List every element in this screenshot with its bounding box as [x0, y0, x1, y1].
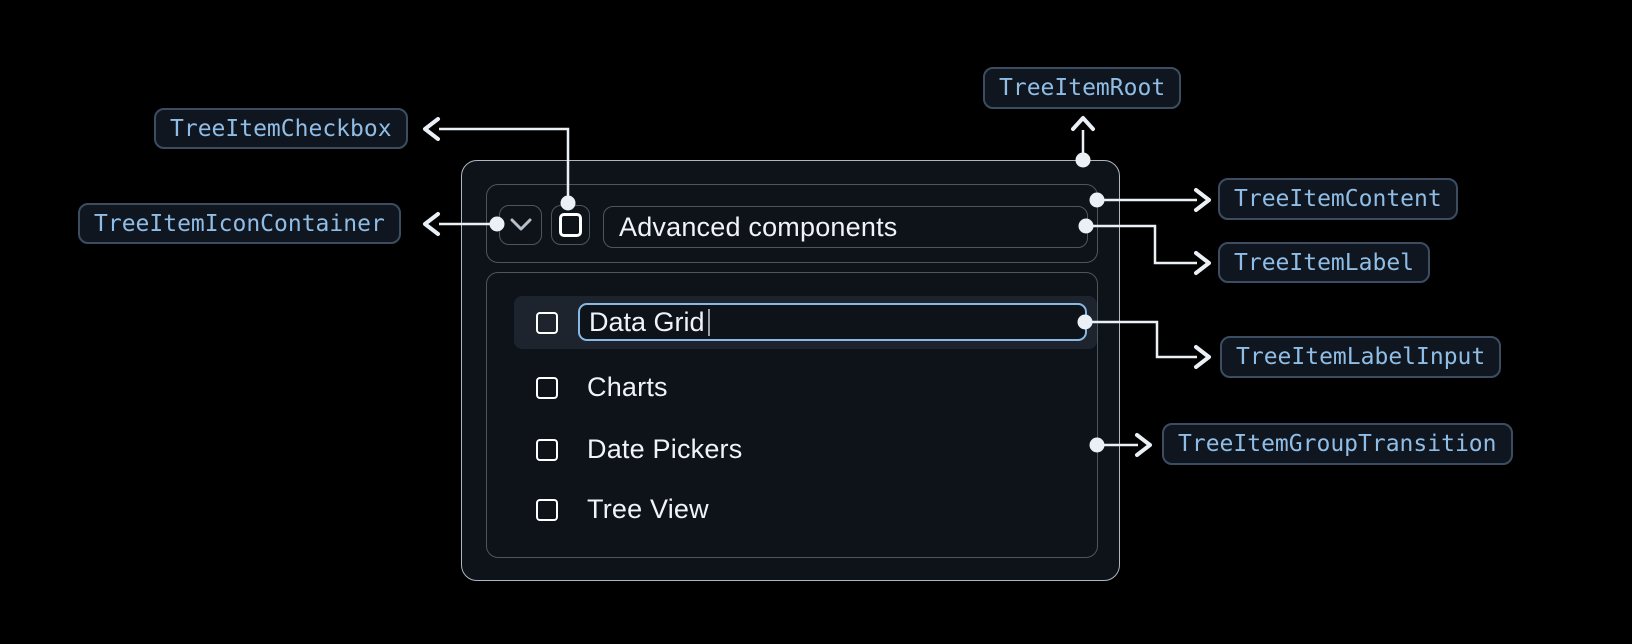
row-checkbox[interactable]: [536, 376, 558, 399]
tree-item-label: Advanced components: [603, 206, 1088, 248]
tree-item-root: Advanced components Data Grid Charts Dat…: [461, 160, 1120, 581]
annotation-tree-item-group-transition: TreeItemGroupTransition: [1162, 423, 1513, 465]
tree-item-group-transition: Data Grid Charts Date Pickers Tree View: [486, 272, 1098, 558]
row-label: Charts: [587, 372, 668, 402]
chevron-down-icon: [510, 218, 531, 231]
parent-label-text: Advanced components: [619, 211, 898, 242]
tree-item-label-input[interactable]: Data Grid: [578, 303, 1087, 341]
row-checkbox[interactable]: [536, 498, 558, 521]
annotation-tree-item-checkbox: TreeItemCheckbox: [154, 108, 408, 149]
tree-item-content[interactable]: Advanced components: [486, 184, 1098, 263]
row-label: Tree View: [587, 494, 709, 524]
tree-row[interactable]: Charts: [514, 361, 1097, 414]
checkbox-icon: [559, 213, 582, 237]
tree-row[interactable]: Date Pickers: [514, 423, 1097, 476]
row-checkbox[interactable]: [536, 311, 558, 334]
annotation-tree-item-root: TreeItemRoot: [983, 67, 1182, 109]
tree-item-icon-container[interactable]: [499, 205, 542, 245]
row-label: Date Pickers: [587, 434, 743, 464]
label-input-value: Data Grid: [589, 306, 705, 337]
annotation-tree-item-content: TreeItemContent: [1218, 178, 1458, 220]
annotation-tree-item-label-input: TreeItemLabelInput: [1220, 336, 1502, 378]
text-caret: [707, 308, 710, 336]
tree-row[interactable]: Tree View: [514, 483, 1097, 536]
tree-row-editing[interactable]: Data Grid: [514, 296, 1097, 349]
annotation-tree-item-icon-container: TreeItemIconContainer: [78, 203, 401, 244]
annotation-tree-item-label: TreeItemLabel: [1218, 242, 1431, 283]
row-checkbox[interactable]: [536, 438, 558, 461]
tree-item-checkbox[interactable]: [551, 205, 590, 245]
